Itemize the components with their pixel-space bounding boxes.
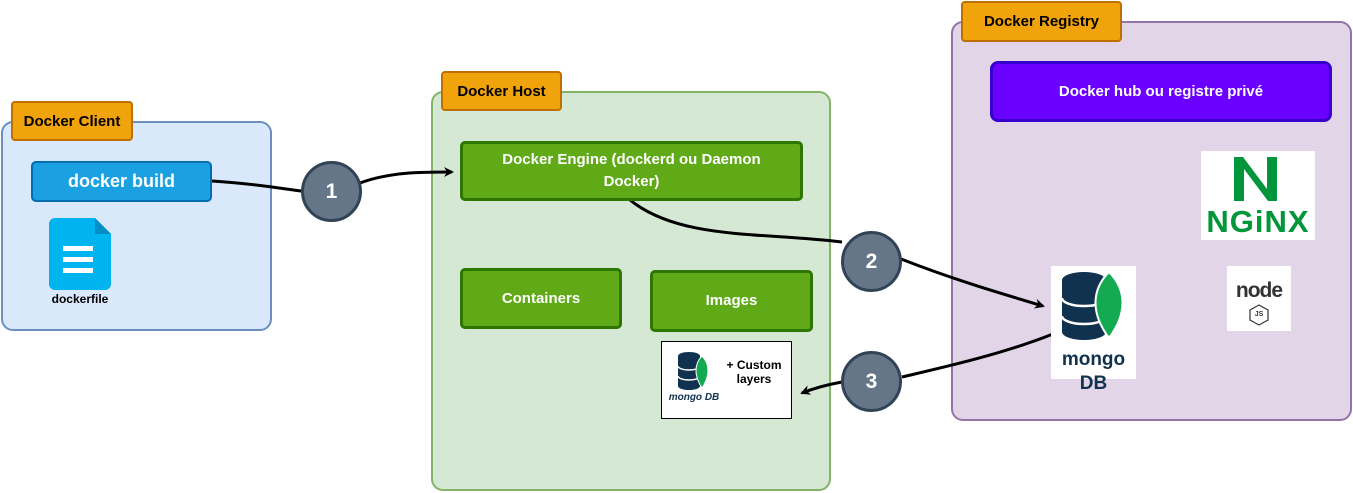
dockerfile-icon[interactable]: [47, 216, 113, 292]
docker-engine-box[interactable]: Docker Engine (dockerd ou Daemon Docker): [460, 141, 803, 201]
custom-layers-label: + Custom layers: [726, 358, 782, 386]
nginx-wordmark: NGiNX: [1206, 204, 1310, 239]
nginx-logo[interactable]: NGiNX: [1201, 151, 1315, 240]
images-box[interactable]: Images: [650, 270, 813, 332]
mongodb-small-icon: [676, 350, 712, 392]
arrow-registry-to-image: [802, 332, 1054, 393]
nodejs-logo[interactable]: node JS: [1227, 266, 1291, 331]
mongodb-logo[interactable]: mongo DB: [1051, 266, 1136, 394]
custom-image-card[interactable]: mongo DB + Custom layers: [661, 341, 792, 419]
docker-build-button[interactable]: docker build: [31, 161, 212, 202]
mongodb-icon: [1060, 270, 1124, 340]
step-1-marker: 1: [301, 161, 362, 222]
mongodb-small-label: mongo DB: [668, 392, 720, 403]
docker-client-panel: [1, 121, 272, 331]
nginx-n-icon: [1234, 157, 1277, 201]
nodejs-badge-text: JS: [1254, 311, 1264, 318]
nodejs-hexagon-icon: [1249, 304, 1269, 326]
containers-box[interactable]: Containers: [460, 268, 622, 329]
dockerfile-label: dockerfile: [51, 292, 109, 306]
step-2-marker: 2: [841, 231, 902, 292]
arrow-engine-to-registry: [629, 198, 1043, 306]
docker-hub-box[interactable]: Docker hub ou registre privé: [990, 61, 1332, 122]
mongodb-wordmark: mongo DB: [1061, 349, 1126, 394]
step-3-marker: 3: [841, 351, 902, 412]
docker-host-tag: Docker Host: [441, 71, 562, 111]
docker-client-tag: Docker Client: [11, 101, 133, 141]
nodejs-wordmark: node: [1235, 279, 1283, 302]
docker-registry-tag: Docker Registry: [961, 1, 1122, 42]
arrow-build-to-engine: [211, 172, 452, 193]
